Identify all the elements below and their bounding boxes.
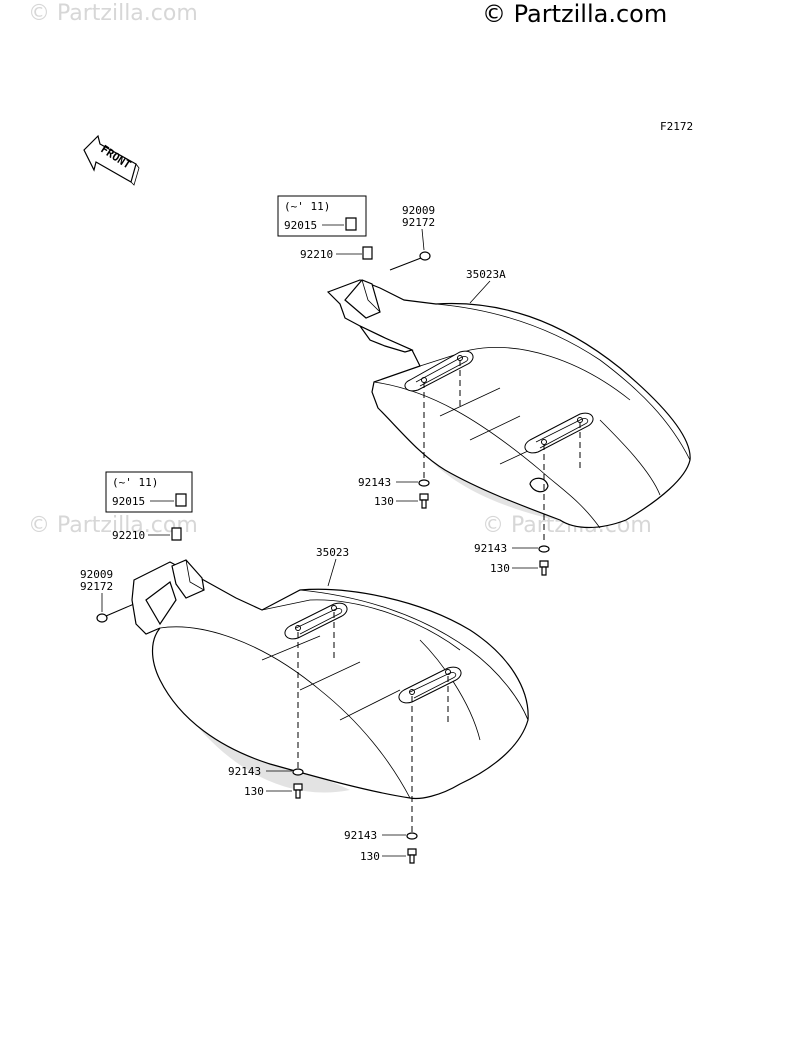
upper-washer-2-icon — [538, 545, 550, 553]
watermark-top-left: © Partzilla.com — [28, 1, 198, 26]
lower-assembly: (~' 11) 92015 92210 92009 92172 35023 — [80, 471, 529, 864]
upper-fender-label: 35023A — [466, 268, 506, 281]
lower-bolt-1-label: 130 — [244, 785, 264, 798]
lower-note-text: (~' 11) — [112, 476, 158, 489]
upper-washer-2-label: 92143 — [474, 542, 507, 555]
lower-clip-icon — [171, 527, 182, 541]
lower-screw-label-2: 92172 — [80, 580, 113, 593]
lower-bolt-2-icon — [407, 848, 417, 864]
upper-bolt-1-icon — [419, 493, 429, 509]
figure-code: F2172 — [660, 120, 693, 133]
upper-washer-1-label: 92143 — [358, 476, 391, 489]
watermark-mid-left: © Partzilla.com — [28, 513, 198, 538]
upper-screw-label-1: 92009 — [402, 204, 435, 217]
lower-bolt-1-icon — [293, 783, 303, 799]
upper-assembly: (~' 11) 92015 92210 92009 92172 35023A — [277, 195, 691, 576]
lower-washer-2-label: 92143 — [344, 829, 377, 842]
upper-bolt-1-label: 130 — [374, 495, 394, 508]
front-arrow-icon: FRONT — [83, 134, 140, 186]
upper-bolt-2-label: 130 — [490, 562, 510, 575]
lower-note-part-label: 92015 — [112, 495, 145, 508]
upper-note-clip-icon — [345, 217, 357, 231]
lower-clip-label: 92210 — [112, 529, 145, 542]
upper-bolt-2-icon — [539, 560, 549, 576]
upper-note-part-label: 92015 — [284, 219, 317, 232]
lower-screw-label-1: 92009 — [80, 568, 113, 581]
lower-fender-shape — [131, 559, 529, 800]
watermark-top: © Partzilla.com — [482, 0, 667, 28]
upper-clip-icon — [362, 246, 373, 260]
lower-bolt-2-label: 130 — [360, 850, 380, 863]
lower-screw-icon — [96, 603, 135, 623]
upper-note-text: (~' 11) — [284, 200, 330, 213]
upper-screw-label-2: 92172 — [402, 216, 435, 229]
upper-fender-shape — [326, 279, 691, 529]
upper-screw-icon — [389, 251, 431, 271]
upper-slot-rear — [524, 412, 594, 454]
lower-note-box — [105, 471, 193, 513]
lower-fender-label: 35023 — [316, 546, 349, 559]
lower-washer-1-icon — [292, 768, 304, 776]
lower-note-clip-icon — [175, 493, 187, 507]
lower-washer-1-label: 92143 — [228, 765, 261, 778]
lower-slot-front — [284, 602, 348, 640]
upper-note-box — [277, 195, 367, 237]
lower-washer-2-icon — [406, 832, 418, 840]
upper-washer-1-icon — [418, 479, 430, 487]
upper-clip-label: 92210 — [300, 248, 333, 261]
lower-slot-rear — [398, 666, 462, 704]
